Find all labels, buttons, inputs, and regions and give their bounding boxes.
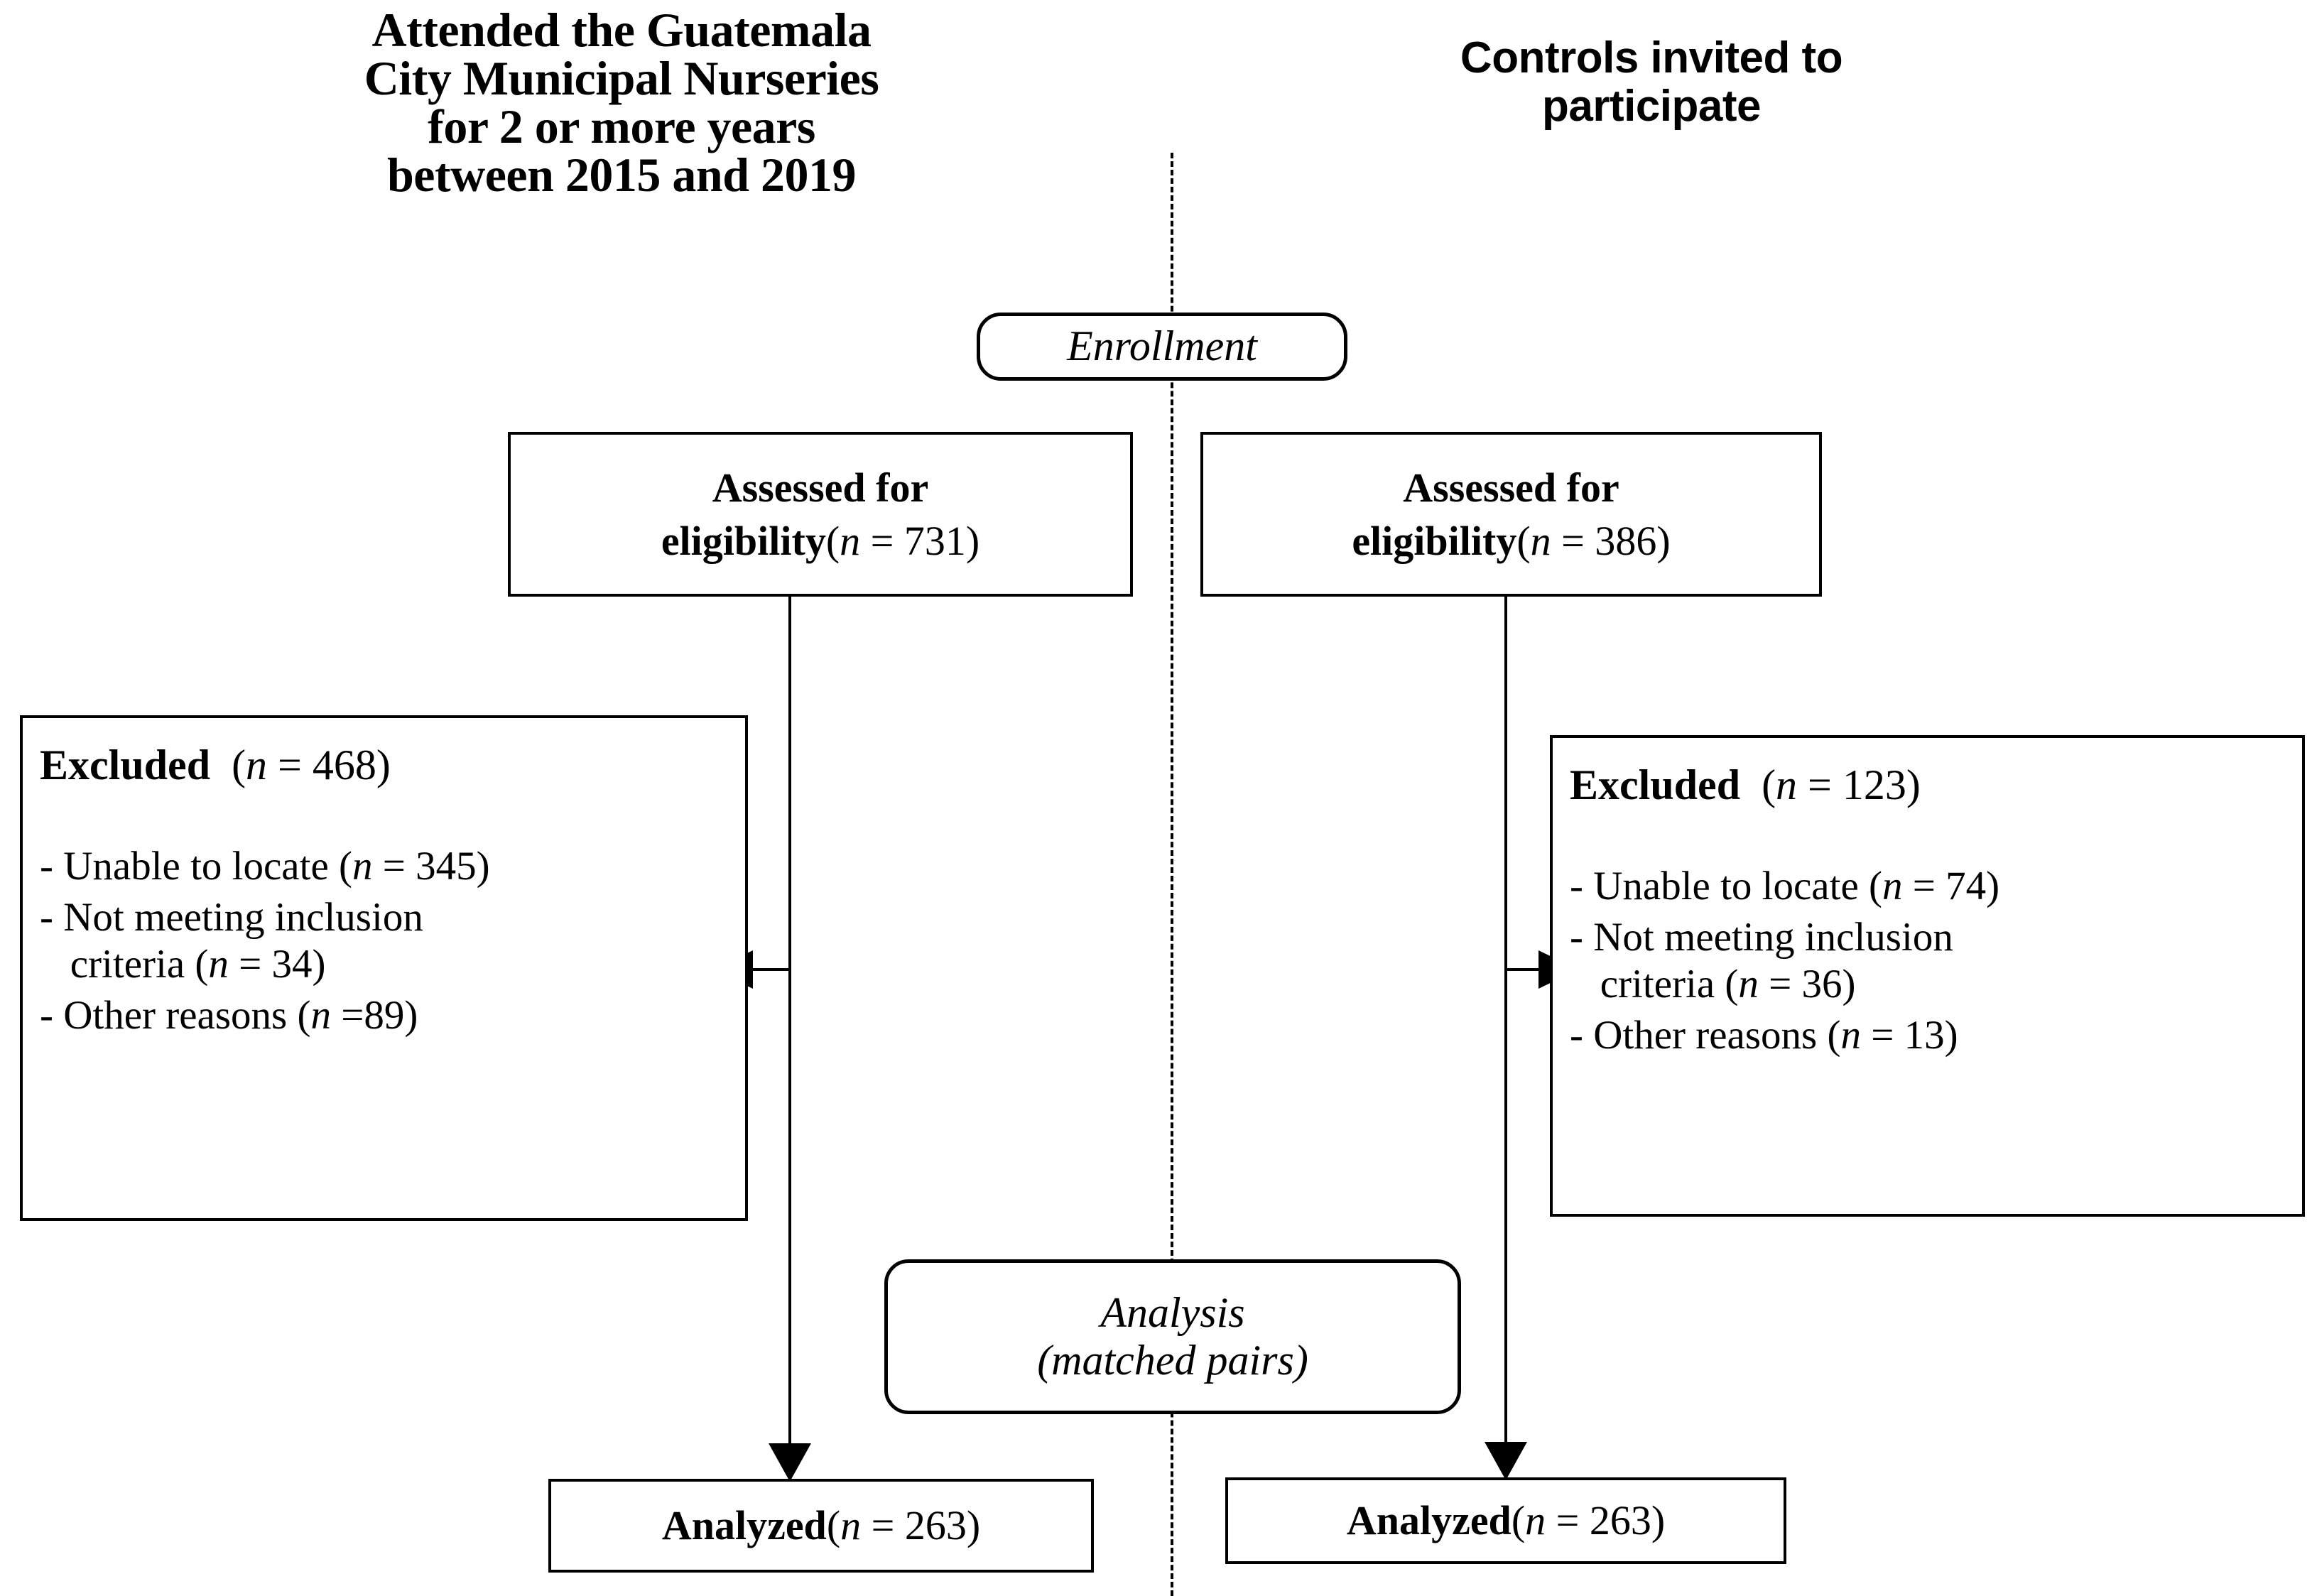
excluded-box-left: Excluded (n = 468) - Unable to locate (n… xyxy=(20,715,748,1221)
excluded-right-n-symbol: n xyxy=(1776,761,1798,808)
assessed-right-line1: Assessed for xyxy=(1403,464,1619,511)
excluded-left-title: Excluded (n = 468) xyxy=(40,739,729,791)
excluded-left-n-value: 468 xyxy=(312,742,376,788)
analyzed-left-n: (n = 263) xyxy=(826,1502,981,1548)
connector-vertical-left xyxy=(788,597,791,1453)
excluded-left-title-bold: Excluded xyxy=(40,742,211,788)
analyzed-box-left: Analyzed(n = 263) xyxy=(548,1479,1094,1573)
excluded-right-reason-list: - Unable to locate (n = 74) - Not meetin… xyxy=(1570,863,2286,1059)
excluded-right-n-value: 123 xyxy=(1842,761,1906,808)
analyzed-right-n: (n = 263) xyxy=(1511,1497,1666,1543)
left-heading-line-3: for 2 or more years xyxy=(428,99,815,153)
assessed-left-eq: = xyxy=(860,518,904,564)
right-heading-line-1: Controls invited to xyxy=(1460,33,1843,82)
excluded-right-reason-item: - Other reasons (n = 13) xyxy=(1570,1013,1958,1058)
assessed-left-paren-open: ( xyxy=(825,518,840,564)
right-group-heading: Controls invited to participate xyxy=(1342,33,1960,131)
excluded-right-reason-item: - Unable to locate (n = 74) xyxy=(1570,864,2000,908)
excluded-right-title-n: (n = 123) xyxy=(1740,761,1921,808)
analyzed-right-text: Analyzed(n = 263) xyxy=(1347,1500,1665,1541)
assessed-right-bold: eligibility xyxy=(1352,518,1517,564)
analyzed-left-text: Analyzed(n = 263) xyxy=(662,1505,980,1546)
analyzed-left-n-value: 263 xyxy=(904,1502,967,1548)
excluded-left-n-symbol: n xyxy=(246,742,268,788)
connector-horizontal-left-excluded xyxy=(748,968,791,971)
analysis-label-line2: (matched pairs) xyxy=(1037,1337,1308,1384)
analyzed-right-n-value: 263 xyxy=(1589,1497,1651,1543)
assessed-left-paren-close: ) xyxy=(965,518,980,564)
assessed-left-n-value: 731 xyxy=(903,518,966,564)
assessed-right-eq: = xyxy=(1551,518,1595,564)
excluded-right-title-bold: Excluded xyxy=(1570,761,1741,808)
left-heading-line-4: between 2015 and 2019 xyxy=(386,148,857,202)
right-heading-line-2: participate xyxy=(1541,82,1762,131)
arrowhead-right-analyzed xyxy=(1485,1442,1527,1480)
assessed-eligibility-box-left: Assessed for eligibility(n = 731) xyxy=(508,432,1133,597)
left-heading-line-2: City Municipal Nurseries xyxy=(364,51,879,105)
assessed-left-bold: eligibility xyxy=(661,518,826,564)
excluded-right-title: Excluded (n = 123) xyxy=(1570,759,2286,810)
analyzed-box-right: Analyzed(n = 263) xyxy=(1225,1477,1786,1564)
analyzed-right-label: Analyzed xyxy=(1346,1497,1512,1543)
excluded-right-reason-item: - Not meeting inclusion criteria (n = 36… xyxy=(1570,915,1953,1007)
excluded-left-reason-item: - Other reasons (n =89) xyxy=(40,993,418,1038)
excluded-left-reason-item: - Not meeting inclusion criteria (n = 34… xyxy=(40,895,423,987)
assessed-right-paren-open: ( xyxy=(1516,518,1531,564)
assessed-right-n-symbol: n xyxy=(1530,518,1551,564)
enrollment-label: Enrollment xyxy=(1067,322,1257,370)
analyzed-right-n-symbol: n xyxy=(1525,1497,1546,1543)
analyzed-left-n-symbol: n xyxy=(840,1502,862,1548)
excluded-left-title-n: (n = 468) xyxy=(210,742,391,788)
left-heading-line-1: Attended the Guatemala xyxy=(371,3,872,57)
assessed-right-n-value: 386 xyxy=(1595,518,1657,564)
enrollment-stage-box: Enrollment xyxy=(977,313,1347,381)
assessed-left-n-symbol: n xyxy=(840,518,861,564)
assessed-left-line1: Assessed for xyxy=(712,464,929,511)
excluded-box-right: Excluded (n = 123) - Unable to locate (n… xyxy=(1550,735,2305,1217)
assessed-left-line2: eligibility(n = 731) xyxy=(661,514,979,568)
arrowhead-left-analyzed xyxy=(769,1443,811,1482)
excluded-left-reason-item: - Unable to locate (n = 345) xyxy=(40,844,490,889)
assessed-right-line2: eligibility(n = 386) xyxy=(1352,514,1670,568)
connector-vertical-right xyxy=(1504,597,1507,1453)
analysis-stage-box: Analysis (matched pairs) xyxy=(884,1259,1461,1414)
analysis-label-line1: Analysis xyxy=(1100,1288,1245,1336)
group-divider-line xyxy=(1171,153,1173,1596)
analyzed-left-label: Analyzed xyxy=(661,1502,827,1548)
connector-horizontal-right-excluded xyxy=(1504,968,1548,971)
excluded-left-reason-list: - Unable to locate (n = 345) - Not meeti… xyxy=(40,843,729,1039)
left-group-heading: Attended the Guatemala City Municipal Nu… xyxy=(213,6,1030,199)
assessed-eligibility-box-right: Assessed for eligibility(n = 386) xyxy=(1200,432,1822,597)
assessed-right-paren-close: ) xyxy=(1656,518,1671,564)
